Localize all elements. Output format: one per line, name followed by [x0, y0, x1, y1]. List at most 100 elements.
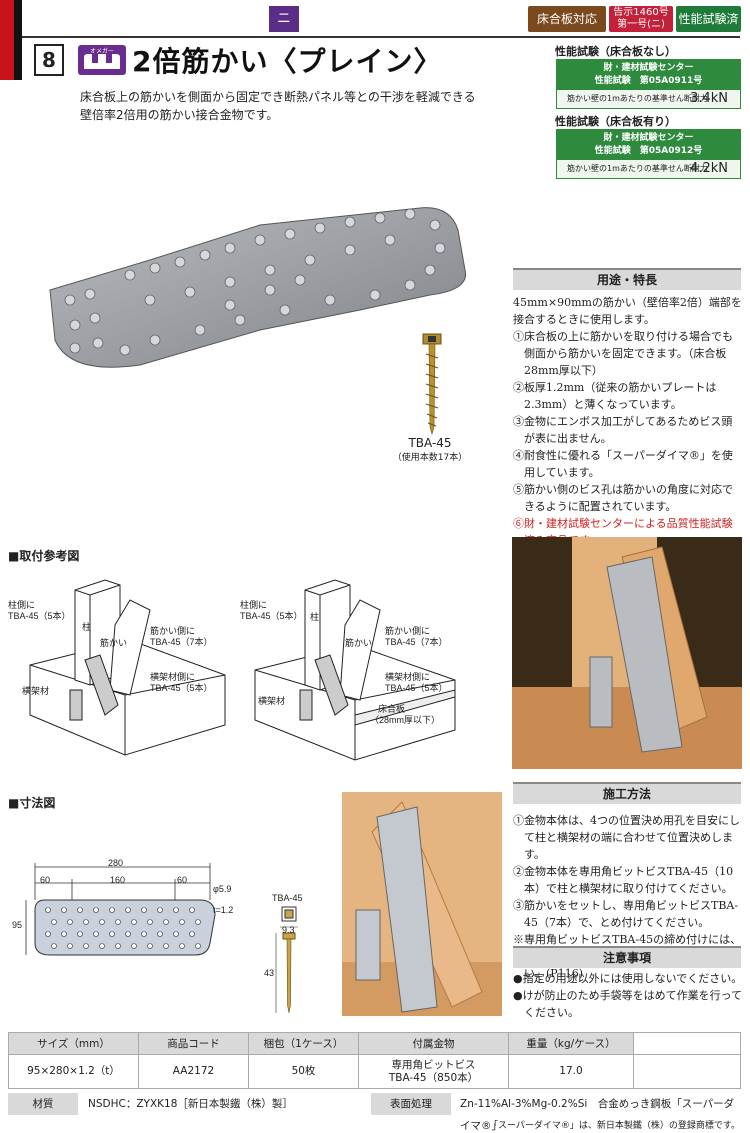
badge-notice: 告示1460号第一号(ニ) [609, 6, 673, 32]
left-brace: 筋かい [100, 638, 128, 648]
badge-tested: 性能試験済 [676, 6, 741, 32]
plate-hole [384, 234, 396, 246]
dimension-drawing [25, 863, 216, 956]
right-brace-screw: TBA-45（7本） [385, 637, 448, 647]
plate-hole [109, 907, 115, 913]
right-beam-side: 横架材側に [385, 672, 431, 682]
method-item: ②金物本体を専用角ビットビスTBA-45（10本）で柱と横架材に取り付けてくださ… [513, 865, 734, 895]
plate-hole [77, 907, 83, 913]
perf-cert-1: 財・建材試験センター性能試験 第05A0911号 [556, 59, 741, 91]
spec-header: 商品コード [138, 1032, 249, 1055]
spec-header: 重量（kg/ケース） [508, 1032, 634, 1055]
plate-hole [89, 312, 101, 324]
plate-hole [147, 919, 153, 925]
spec-accessory-line1: 専用角ビットビス [391, 1058, 476, 1071]
surface-value: Zn-11%Al-3%Mg-0.2%Si 合金めっき鋼板「スーパーダイマ®」 [460, 1098, 735, 1132]
plate-hole [234, 314, 246, 326]
uses-body: 45mm×90mmの筋かい（壁倍率2倍）端部を接合するときに使用します。 ①床合… [513, 294, 743, 549]
plate-hole [189, 931, 195, 937]
spec-header: サイズ（mm） [8, 1032, 139, 1055]
plate-hole [61, 907, 67, 913]
dim-hole: φ5.9 [213, 884, 232, 894]
plate-hole [119, 344, 131, 356]
plate-hole [189, 907, 195, 913]
perf-cert-no-2: 性能試験 第05A0912号 [594, 146, 703, 156]
caution-heading: 注意事項 [513, 946, 741, 968]
method-item: ①金物本体は、4つの位置決め用孔を目安にして柱と横架材の端に合わせて位置決めしま… [513, 814, 740, 861]
spec-table: サイズ（mm） 商品コード 梱包（1ケース） 付属金物 重量（kg/ケース） 9… [8, 1032, 741, 1089]
right-pillar: 柱 [310, 612, 320, 622]
plate-hole [224, 299, 236, 311]
plate-hole [131, 919, 137, 925]
material-label: 材質 [8, 1093, 78, 1115]
logo-text: オメガー [89, 48, 114, 55]
plate-hole [179, 943, 185, 949]
plate-hole [279, 304, 291, 316]
plate-hole [369, 289, 381, 301]
caution-item: ●指定の用途以外には使用しないでください。 [513, 972, 743, 985]
uses-heading: 用途・特長 [513, 268, 741, 290]
plate-hole [404, 279, 416, 291]
plate-hole [61, 931, 67, 937]
plate-hole [51, 919, 57, 925]
screw-label: TBA-45 [408, 436, 452, 450]
header-rule [22, 36, 740, 38]
badge-notice-line1: 告示1460号 [613, 7, 669, 18]
plate-hole [404, 208, 416, 220]
footnote: 「スーパーダイマ®」は、新日本製鐵（株）の登録商標です。 [488, 1121, 740, 1131]
material-value: NSDHC：ZYXK18［新日本製鐵（株）製］ [88, 1098, 293, 1110]
spec-accessory-line2: TBA-45（850本） [388, 1071, 479, 1084]
perf-cert-no-1: 性能試験 第05A0911号 [594, 76, 703, 86]
omega-logo-icon [84, 54, 120, 69]
plate-hole [109, 931, 115, 937]
perf-org-1: 財・建材試験センター [603, 63, 694, 73]
plate-hole [99, 919, 105, 925]
plate-hole [173, 931, 179, 937]
perf-org-2: 財・建材試験センター [603, 133, 694, 143]
plate-hole [163, 943, 169, 949]
plate-hole [344, 244, 356, 256]
dim-right: 60 [177, 875, 188, 885]
dimension-screw [275, 906, 298, 1014]
plate-hole [92, 337, 104, 349]
right-floor-note: （28mm厚以下） [370, 715, 441, 725]
plate-hole [144, 294, 156, 306]
plate-hole [125, 931, 131, 937]
plate-hole [69, 342, 81, 354]
plate-hole [141, 907, 147, 913]
plate-hole [184, 286, 196, 298]
left-beam-screw: TBA-45（5本） [150, 683, 213, 693]
plate-hole [99, 943, 105, 949]
plate-hole [45, 931, 51, 937]
plate-hole [179, 919, 185, 925]
install-ref-heading: ■取付参考図 [8, 549, 80, 563]
dim-thickness: t=1.2 [213, 905, 234, 915]
uses-item: ⑤筋かい側のビス孔は筋かいの角度に対応できるように配置されています。 [513, 483, 733, 513]
left-pillar-side: 柱側に [8, 600, 36, 610]
plate-hole [264, 264, 276, 276]
plate-hole [294, 274, 306, 286]
omega-logo: オメガー [78, 45, 126, 75]
perf-label-1: 性能試験（床合板なし） [555, 45, 676, 58]
plate-hole [224, 276, 236, 288]
install-diagram-right [254, 579, 456, 761]
left-beam: 横架材 [22, 686, 50, 696]
left-pillar-screw: TBA-45（5本） [8, 611, 71, 621]
product-plate-image [49, 207, 467, 368]
product-number: 8 [34, 44, 64, 76]
plate-hole [83, 943, 89, 949]
plate-hole [264, 284, 276, 296]
plate-hole [254, 234, 266, 246]
plate-hole [163, 919, 169, 925]
plate-hole [131, 943, 137, 949]
plate-hole [84, 288, 96, 300]
plate-hole [157, 931, 163, 937]
spec-pack: 50枚 [248, 1054, 359, 1089]
plate-hole [45, 907, 51, 913]
caution-item: ●けが防止のため手袋等をはめて作業を行ってください。 [513, 989, 743, 1019]
perf-value-2: 4.2kN [690, 161, 728, 176]
